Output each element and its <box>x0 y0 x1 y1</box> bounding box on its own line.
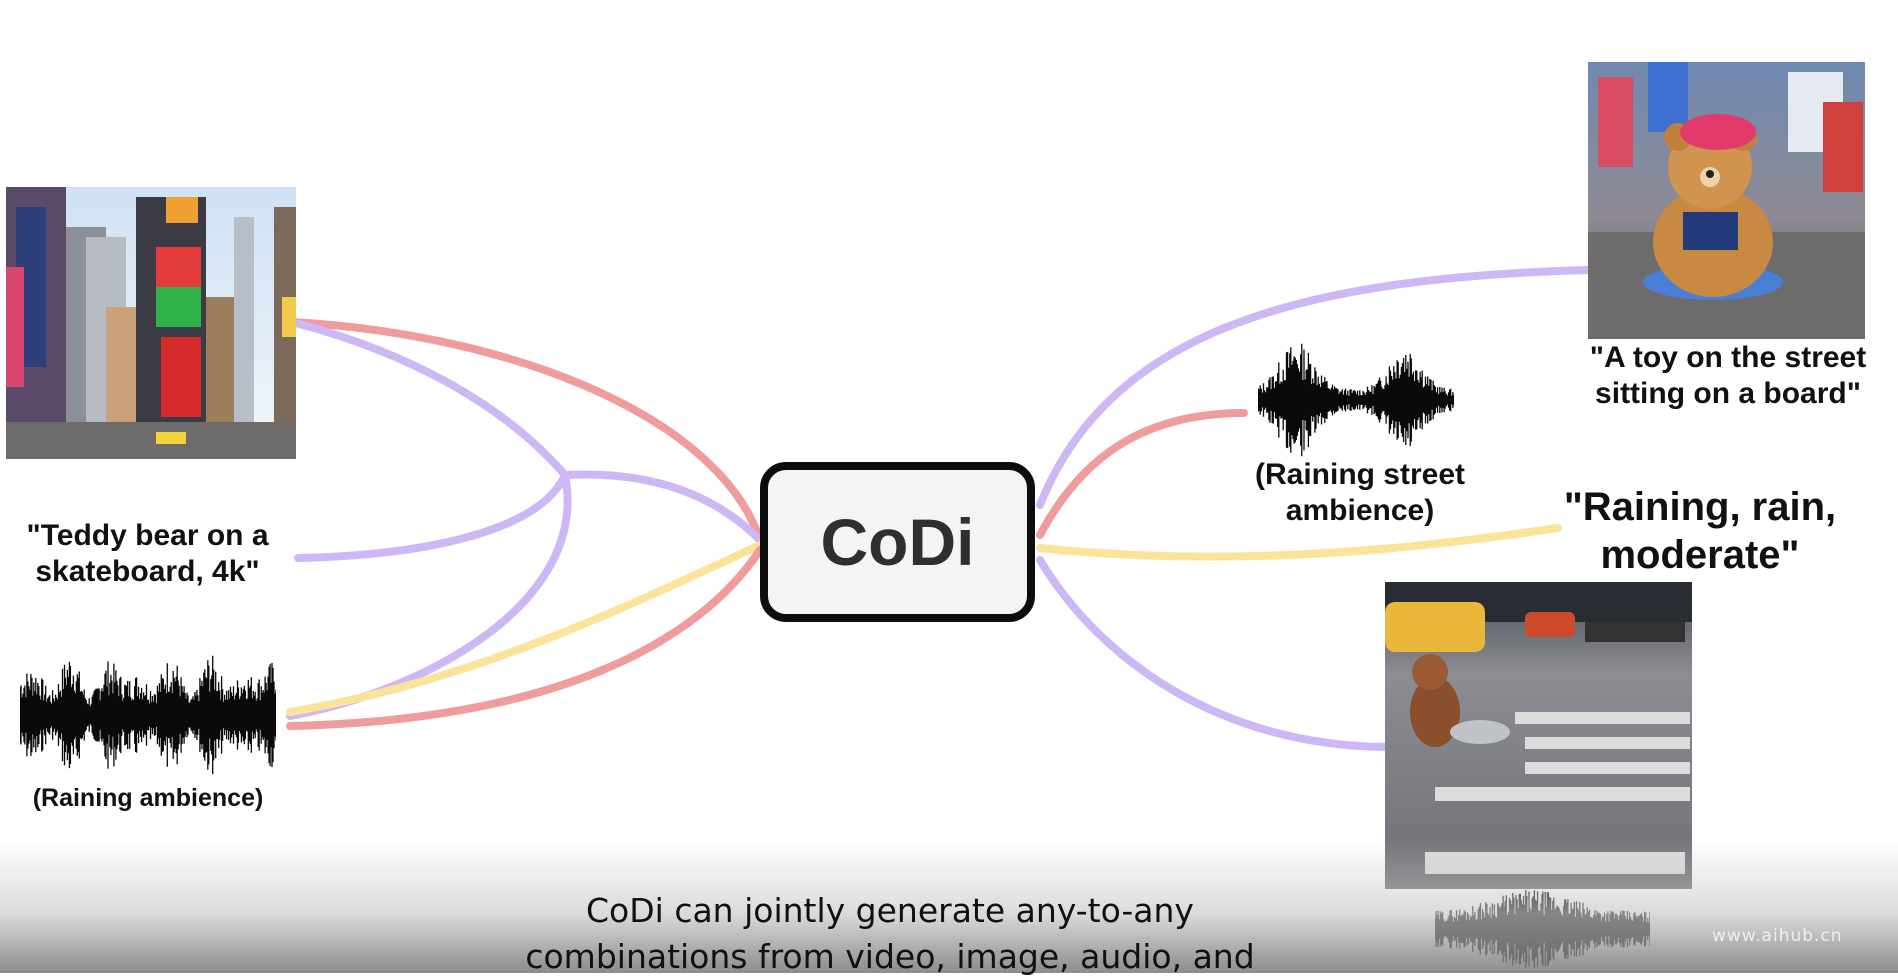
connector-out-video-purple <box>1036 556 1388 751</box>
times-square-photo <box>6 187 296 459</box>
input-audio-caption: (Raining ambience) <box>32 784 264 812</box>
subtitle-band <box>0 840 1898 973</box>
connector-out-text-yellow <box>1036 524 1562 561</box>
input-text-caption: "Teddy bear on a skateboard, 4k" <box>26 519 269 588</box>
teddy-bear-photo <box>1588 62 1865 339</box>
rainy-street-video-frame <box>1385 582 1692 889</box>
output-audio-waveform-icon <box>1258 340 1454 460</box>
output-text-caption: "Raining, rain, moderate" <box>1563 485 1837 577</box>
connector-out-audio-red <box>1036 409 1248 539</box>
output-audio-caption: (Raining street ambience) <box>1254 458 1466 527</box>
connector-image-purple-merge <box>288 318 569 479</box>
input-audio-waveform-icon <box>20 640 276 790</box>
output-image-caption: "A toy on the street sitting on a board" <box>1589 341 1867 410</box>
connector-audio-yellow <box>286 541 764 716</box>
codi-title: CoDi <box>820 505 975 579</box>
connector-merge-purple <box>561 470 764 544</box>
codi-model-box: CoDi <box>760 462 1035 622</box>
video-subtitle: CoDi can jointly generate any-to-any com… <box>525 891 1255 976</box>
watermark: www.aihub.cn <box>1712 926 1843 946</box>
connector-audio-red <box>286 546 764 730</box>
connector-out-image-purple <box>1036 266 1592 509</box>
connector-image-red <box>288 318 764 544</box>
connector-text-purple-merge <box>294 471 569 562</box>
